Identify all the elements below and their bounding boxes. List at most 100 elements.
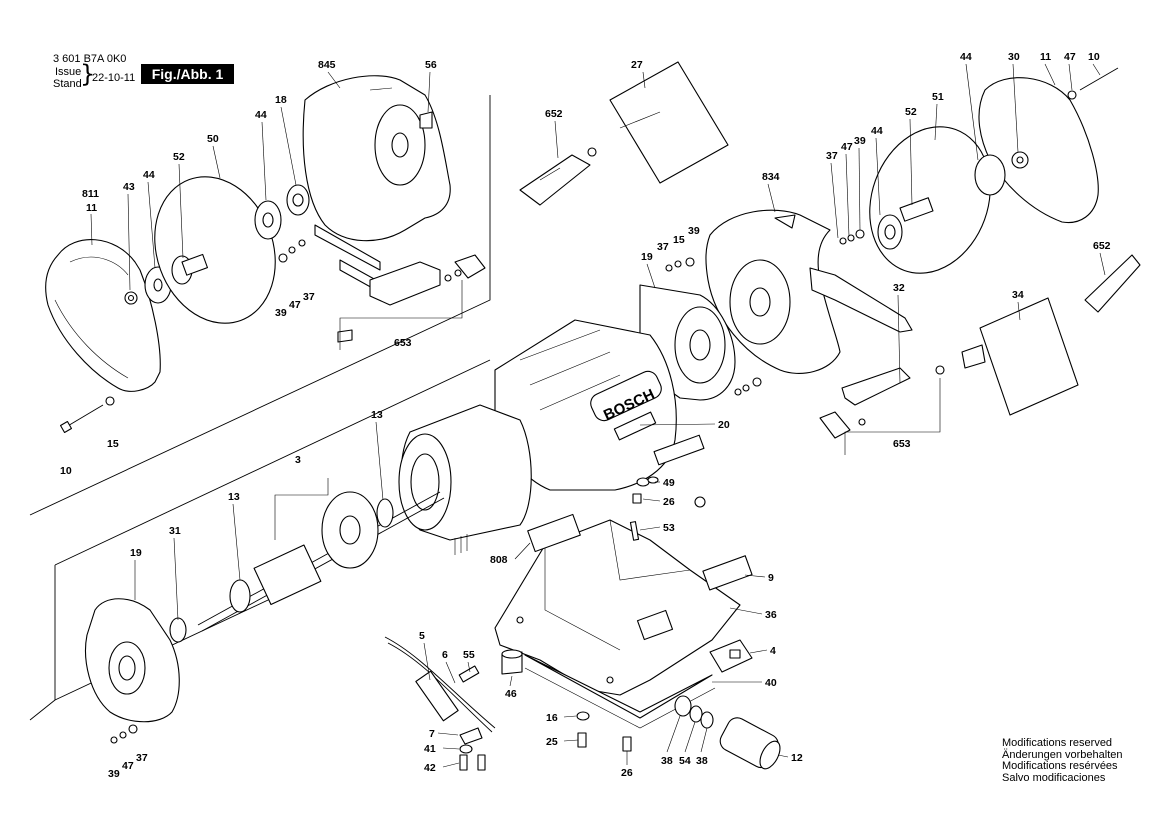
part-label: 653: [893, 438, 911, 450]
part-label: 653: [394, 337, 412, 349]
part-label: 44: [871, 125, 883, 137]
tool-rest-left: [278, 224, 486, 350]
part-label: 26: [621, 767, 633, 779]
modification-notes: Modifications reserved Änderungen vorbeh…: [1002, 737, 1123, 784]
part-label: 11: [1040, 51, 1051, 63]
cable-5: [384, 636, 496, 771]
part-label: 9: [768, 572, 774, 584]
part-label: 39: [275, 307, 287, 319]
part-label: 47: [1064, 51, 1076, 63]
part-label: 15: [673, 234, 685, 246]
part-label: 39: [854, 135, 866, 147]
part-label: 7: [429, 728, 435, 740]
wheel-guard-left: [45, 239, 161, 392]
note-de: Änderungen vorbehalten: [1002, 748, 1123, 761]
label-leaders: [90, 63, 1106, 768]
part-label: 39: [688, 225, 700, 237]
part-label: 10: [60, 465, 72, 477]
part-label: 845: [318, 59, 336, 71]
part-label: 20: [718, 419, 730, 431]
part-label: 32: [893, 282, 905, 294]
part-label: 52: [173, 151, 185, 163]
part-label: 46: [505, 688, 517, 700]
rotor-3: [197, 478, 445, 632]
part-label: 16: [546, 712, 558, 724]
part-label: 19: [130, 547, 142, 559]
note-en: Modifications reserved: [1002, 737, 1113, 749]
stand-label: Stand: [53, 78, 82, 90]
part-label: 3: [295, 454, 301, 466]
part-label: 30: [1008, 51, 1020, 63]
part-label: 51: [932, 91, 944, 103]
part-label: 47: [289, 299, 301, 311]
label-808: [527, 513, 581, 553]
eye-shield-652-right: [1084, 254, 1141, 313]
label-9: [702, 555, 753, 591]
flange-44-right: [254, 184, 310, 240]
part-label: 27: [631, 59, 643, 71]
eye-shield-34: [961, 297, 1079, 416]
part-label: 10: [1088, 51, 1100, 63]
part-label: 36: [765, 609, 777, 621]
figure-label: Fig./Abb. 1: [141, 64, 234, 84]
part-label: 25: [546, 736, 558, 748]
eye-shield-27: [609, 61, 729, 184]
part-label: 56: [425, 59, 437, 71]
part-label: 38: [696, 755, 708, 767]
part-label: 40: [765, 677, 777, 689]
note-fr: Modifications resérvées: [1002, 760, 1118, 772]
capacitor-12: [719, 717, 781, 770]
part-label: 42: [424, 762, 436, 774]
part-label: 652: [545, 108, 563, 120]
part-label: 41: [424, 743, 436, 755]
part-label: 5: [419, 630, 425, 642]
part-label: 49: [663, 477, 675, 489]
part-label: 37: [136, 752, 148, 764]
part-label: 31: [169, 525, 181, 537]
wheel-guard-834: [705, 209, 841, 374]
part-label: 11: [86, 202, 97, 214]
part-label: 47: [122, 760, 134, 772]
part-label: 652: [1093, 240, 1111, 252]
part-label: 52: [905, 106, 917, 118]
grinding-wheel-50: [154, 176, 276, 324]
issue-date: 22-10-11: [92, 72, 136, 84]
part-number: 3 601 B7A 0K0: [53, 53, 127, 65]
part-labels: 845 56 18 44 50 52 43 44 811 11 39 47 37…: [60, 51, 1111, 780]
motor-housing: BOSCH: [494, 319, 677, 491]
brace-icon: }: [80, 60, 96, 88]
part-label: 15: [107, 438, 119, 450]
part-label: 54: [679, 755, 691, 767]
part-label: 26: [663, 496, 675, 508]
part-label: 811: [82, 188, 99, 200]
part-label: 50: [207, 133, 219, 145]
switch-4: [709, 639, 753, 673]
part-label: 44: [960, 51, 972, 63]
wheel-guard-11-right: [974, 67, 1119, 224]
part-label: 6: [442, 649, 448, 661]
label-20: [653, 434, 705, 466]
part-label: 19: [641, 251, 653, 263]
part-label: 808: [490, 554, 508, 566]
part-label: 37: [657, 241, 669, 253]
part-label: 47: [841, 141, 853, 153]
part-label: 13: [228, 491, 240, 503]
stator-13: [398, 404, 532, 555]
screw-10-left: [59, 396, 115, 434]
part-label: 55: [463, 649, 475, 661]
part-label: 44: [143, 169, 155, 181]
part-label: 13: [371, 409, 383, 421]
small-parts-bottom: [576, 695, 714, 752]
washers-37-47-39-right: [665, 229, 865, 272]
base-36: [494, 519, 741, 719]
part-label: 834: [762, 171, 780, 183]
part-label: 53: [663, 522, 675, 534]
part-label: 4: [770, 645, 776, 657]
foot-46: [501, 649, 523, 675]
eye-shield-652-left: [519, 147, 597, 206]
part-label: 44: [255, 109, 267, 121]
part-label: 38: [661, 755, 673, 767]
bolts-49-26-53: [629, 476, 706, 541]
part-label: 43: [123, 181, 135, 193]
